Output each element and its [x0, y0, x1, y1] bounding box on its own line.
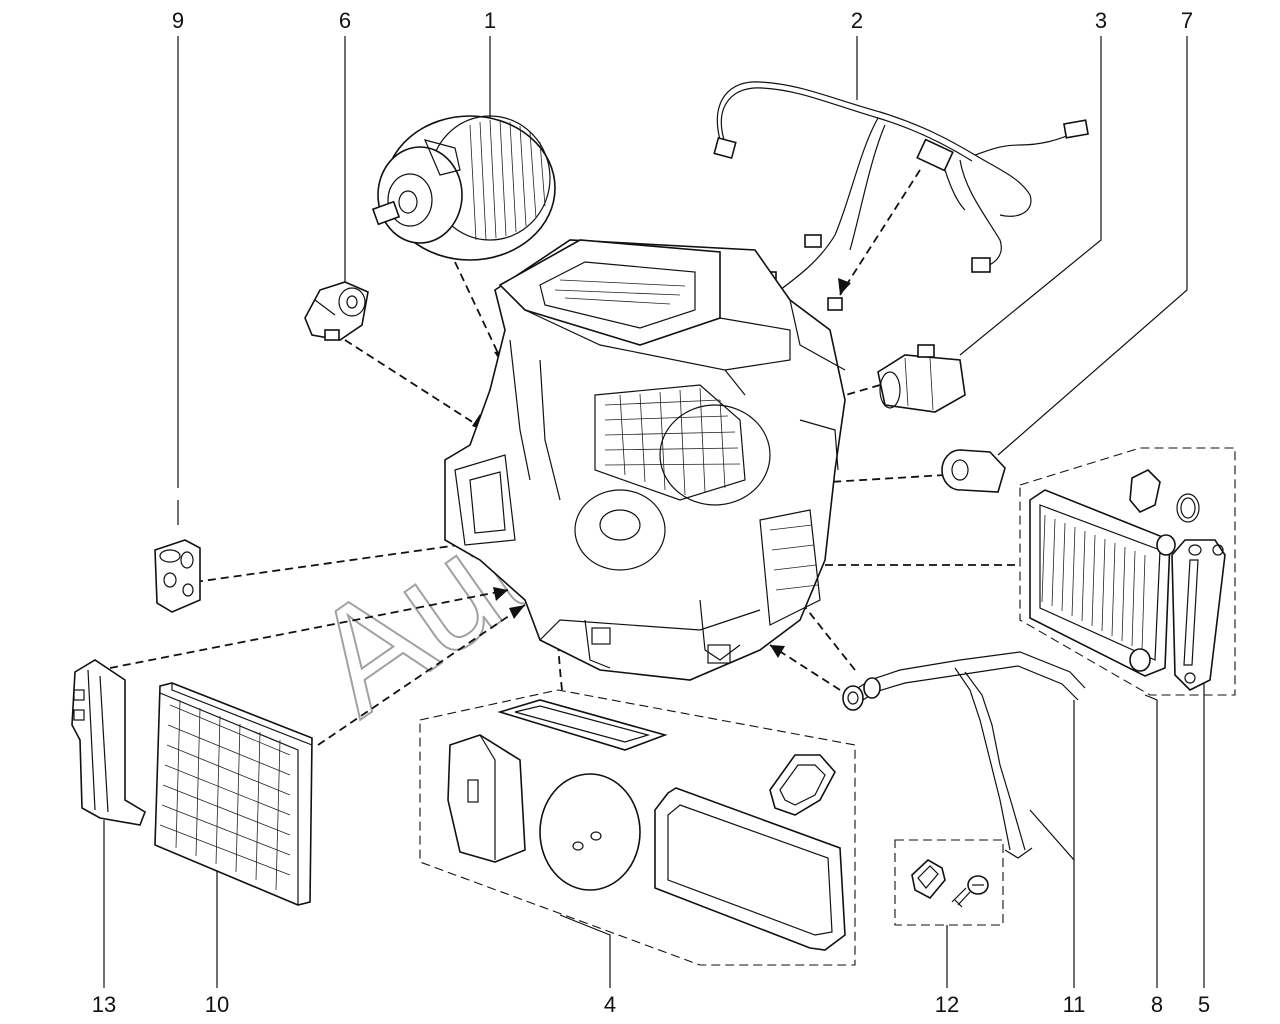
callout-13: 13	[92, 992, 116, 1017]
callout-4: 4	[604, 992, 616, 1017]
temperature-sensor	[941, 449, 1006, 493]
callout-8: 8	[1151, 992, 1163, 1017]
seal-round	[539, 773, 641, 891]
refrigerant-pipe	[842, 651, 1086, 859]
expansion-valve	[154, 539, 201, 613]
seal-block	[447, 734, 526, 863]
seal-frame-large	[654, 787, 846, 951]
group-box-seals	[419, 689, 856, 966]
group-box-evaporator	[1019, 447, 1236, 696]
callout-1: 1	[484, 8, 496, 33]
callout-9: 9	[172, 8, 184, 33]
callout-3: 3	[1095, 8, 1107, 33]
flap-actuator	[304, 281, 369, 341]
filter-bracket	[71, 659, 146, 826]
fastener-kit	[911, 859, 989, 908]
group-box-fasteners	[894, 839, 1004, 926]
group-boxes	[419, 447, 1236, 966]
blower-motor	[371, 115, 556, 261]
callout-labels: 9 6 1 2 3 7 13 10 4 12 11 8 5	[92, 8, 1210, 1017]
leader-lines	[103, 36, 1205, 988]
callout-11: 11	[1063, 992, 1086, 1017]
hvac-housing	[444, 239, 846, 681]
evaporator-clamp	[1171, 539, 1226, 691]
callout-12: 12	[935, 992, 959, 1017]
seal-ring-small	[769, 754, 836, 816]
cabin-filter	[154, 682, 313, 906]
seal-frame-top	[497, 699, 668, 751]
callout-7: 7	[1181, 8, 1193, 33]
callout-5: 5	[1198, 992, 1210, 1017]
wiring-harness	[713, 81, 1089, 311]
callout-10: 10	[205, 992, 229, 1017]
evaporator	[1029, 469, 1200, 677]
fastener-clip	[911, 859, 946, 900]
housing-grille	[594, 384, 746, 501]
mode-motor	[877, 344, 966, 413]
callout-6: 6	[339, 8, 351, 33]
callout-2: 2	[851, 8, 863, 33]
assembly-arrows	[109, 169, 1015, 746]
seal-kit	[447, 699, 846, 951]
